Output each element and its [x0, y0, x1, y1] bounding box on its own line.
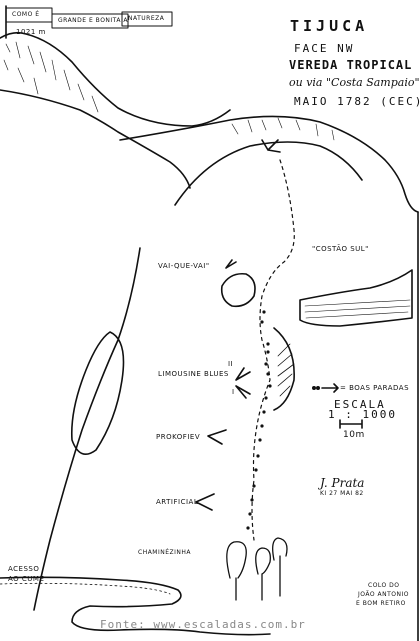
trees [226, 537, 288, 601]
summit-hatch [3, 41, 99, 113]
arrow-limousine-1 [235, 385, 251, 399]
arrow-artificial [195, 493, 215, 511]
label-chaminezinha: CHAMINÉZINHA [138, 549, 192, 556]
scale-bar-line [339, 419, 363, 429]
arch-outer [119, 115, 419, 213]
label-colo-1: COLO DO [368, 582, 400, 589]
arrow-summit [261, 139, 281, 153]
source-credit: Fonte: www.escaladas.com.br [100, 618, 306, 631]
signature-date: KI 27 MAI 82 [320, 490, 364, 497]
limousine-flake-hatch [277, 343, 295, 397]
legend-paradas: = BOAS PARADAS [340, 384, 410, 392]
title-date: MAIO 1782 (CEC) [294, 95, 420, 108]
costao-ledge [299, 269, 413, 327]
belay-dots [246, 310, 320, 530]
label-prokofiev: PROKOFIEV [156, 433, 201, 441]
label-ao-cume: AO CUME [8, 575, 45, 583]
signature-name: J. Prata [320, 476, 365, 490]
flag-line3: NATUREZA [128, 15, 165, 22]
summit-lower-edge [0, 89, 191, 189]
flag-outline [5, 7, 173, 29]
access-trail [0, 576, 271, 636]
arrow-limousine-2 [235, 367, 251, 381]
legend-escala-value: 1 : 1000 [328, 408, 397, 421]
arrow-prokofiev [207, 429, 227, 445]
label-colo-2: JOÃO ANTONIO [358, 591, 409, 598]
summit-altitude: 1021 m [16, 28, 46, 36]
flag-line1: COMO É [12, 11, 40, 18]
label-artificial: ARTIFICIAL [156, 498, 199, 506]
flag-line2: GRANDE E BONITA A [58, 17, 128, 24]
title-face: FACE NW [294, 42, 355, 55]
arrow-paradas [321, 383, 339, 393]
arrow-vai [225, 259, 237, 269]
label-limousine-blues: LIMOUSINE BLUES [158, 370, 229, 378]
arch-inner [174, 141, 363, 206]
left-wall-edge [33, 247, 141, 611]
label-pitch-1: I [232, 388, 235, 396]
limousine-flake [273, 327, 295, 411]
costao-hatch [304, 299, 411, 319]
label-costao-sul: "COSTÃO SUL" [312, 245, 369, 253]
access-trail-inner [0, 582, 171, 595]
arch-hatch [231, 117, 335, 141]
vai-que-vai-shrub [220, 272, 256, 308]
route-line [251, 159, 295, 541]
title-route: VEREDA TROPICAL [289, 58, 413, 72]
left-island [70, 331, 125, 456]
title-alias: ou via "Costa Sampaio" [289, 76, 420, 89]
label-acesso: ACESSO [8, 565, 40, 573]
summit-ridge [0, 31, 231, 127]
label-vai-que-vai: VAI-QUE-VAI" [158, 262, 210, 270]
title-name: TIJUCA [290, 17, 369, 35]
label-colo-3: E BOM RETIRO [356, 600, 406, 607]
legend-scale-bar: 10m [343, 430, 365, 440]
label-pitch-2: II [228, 360, 234, 368]
legend-escala-label: ESCALA [334, 398, 386, 411]
